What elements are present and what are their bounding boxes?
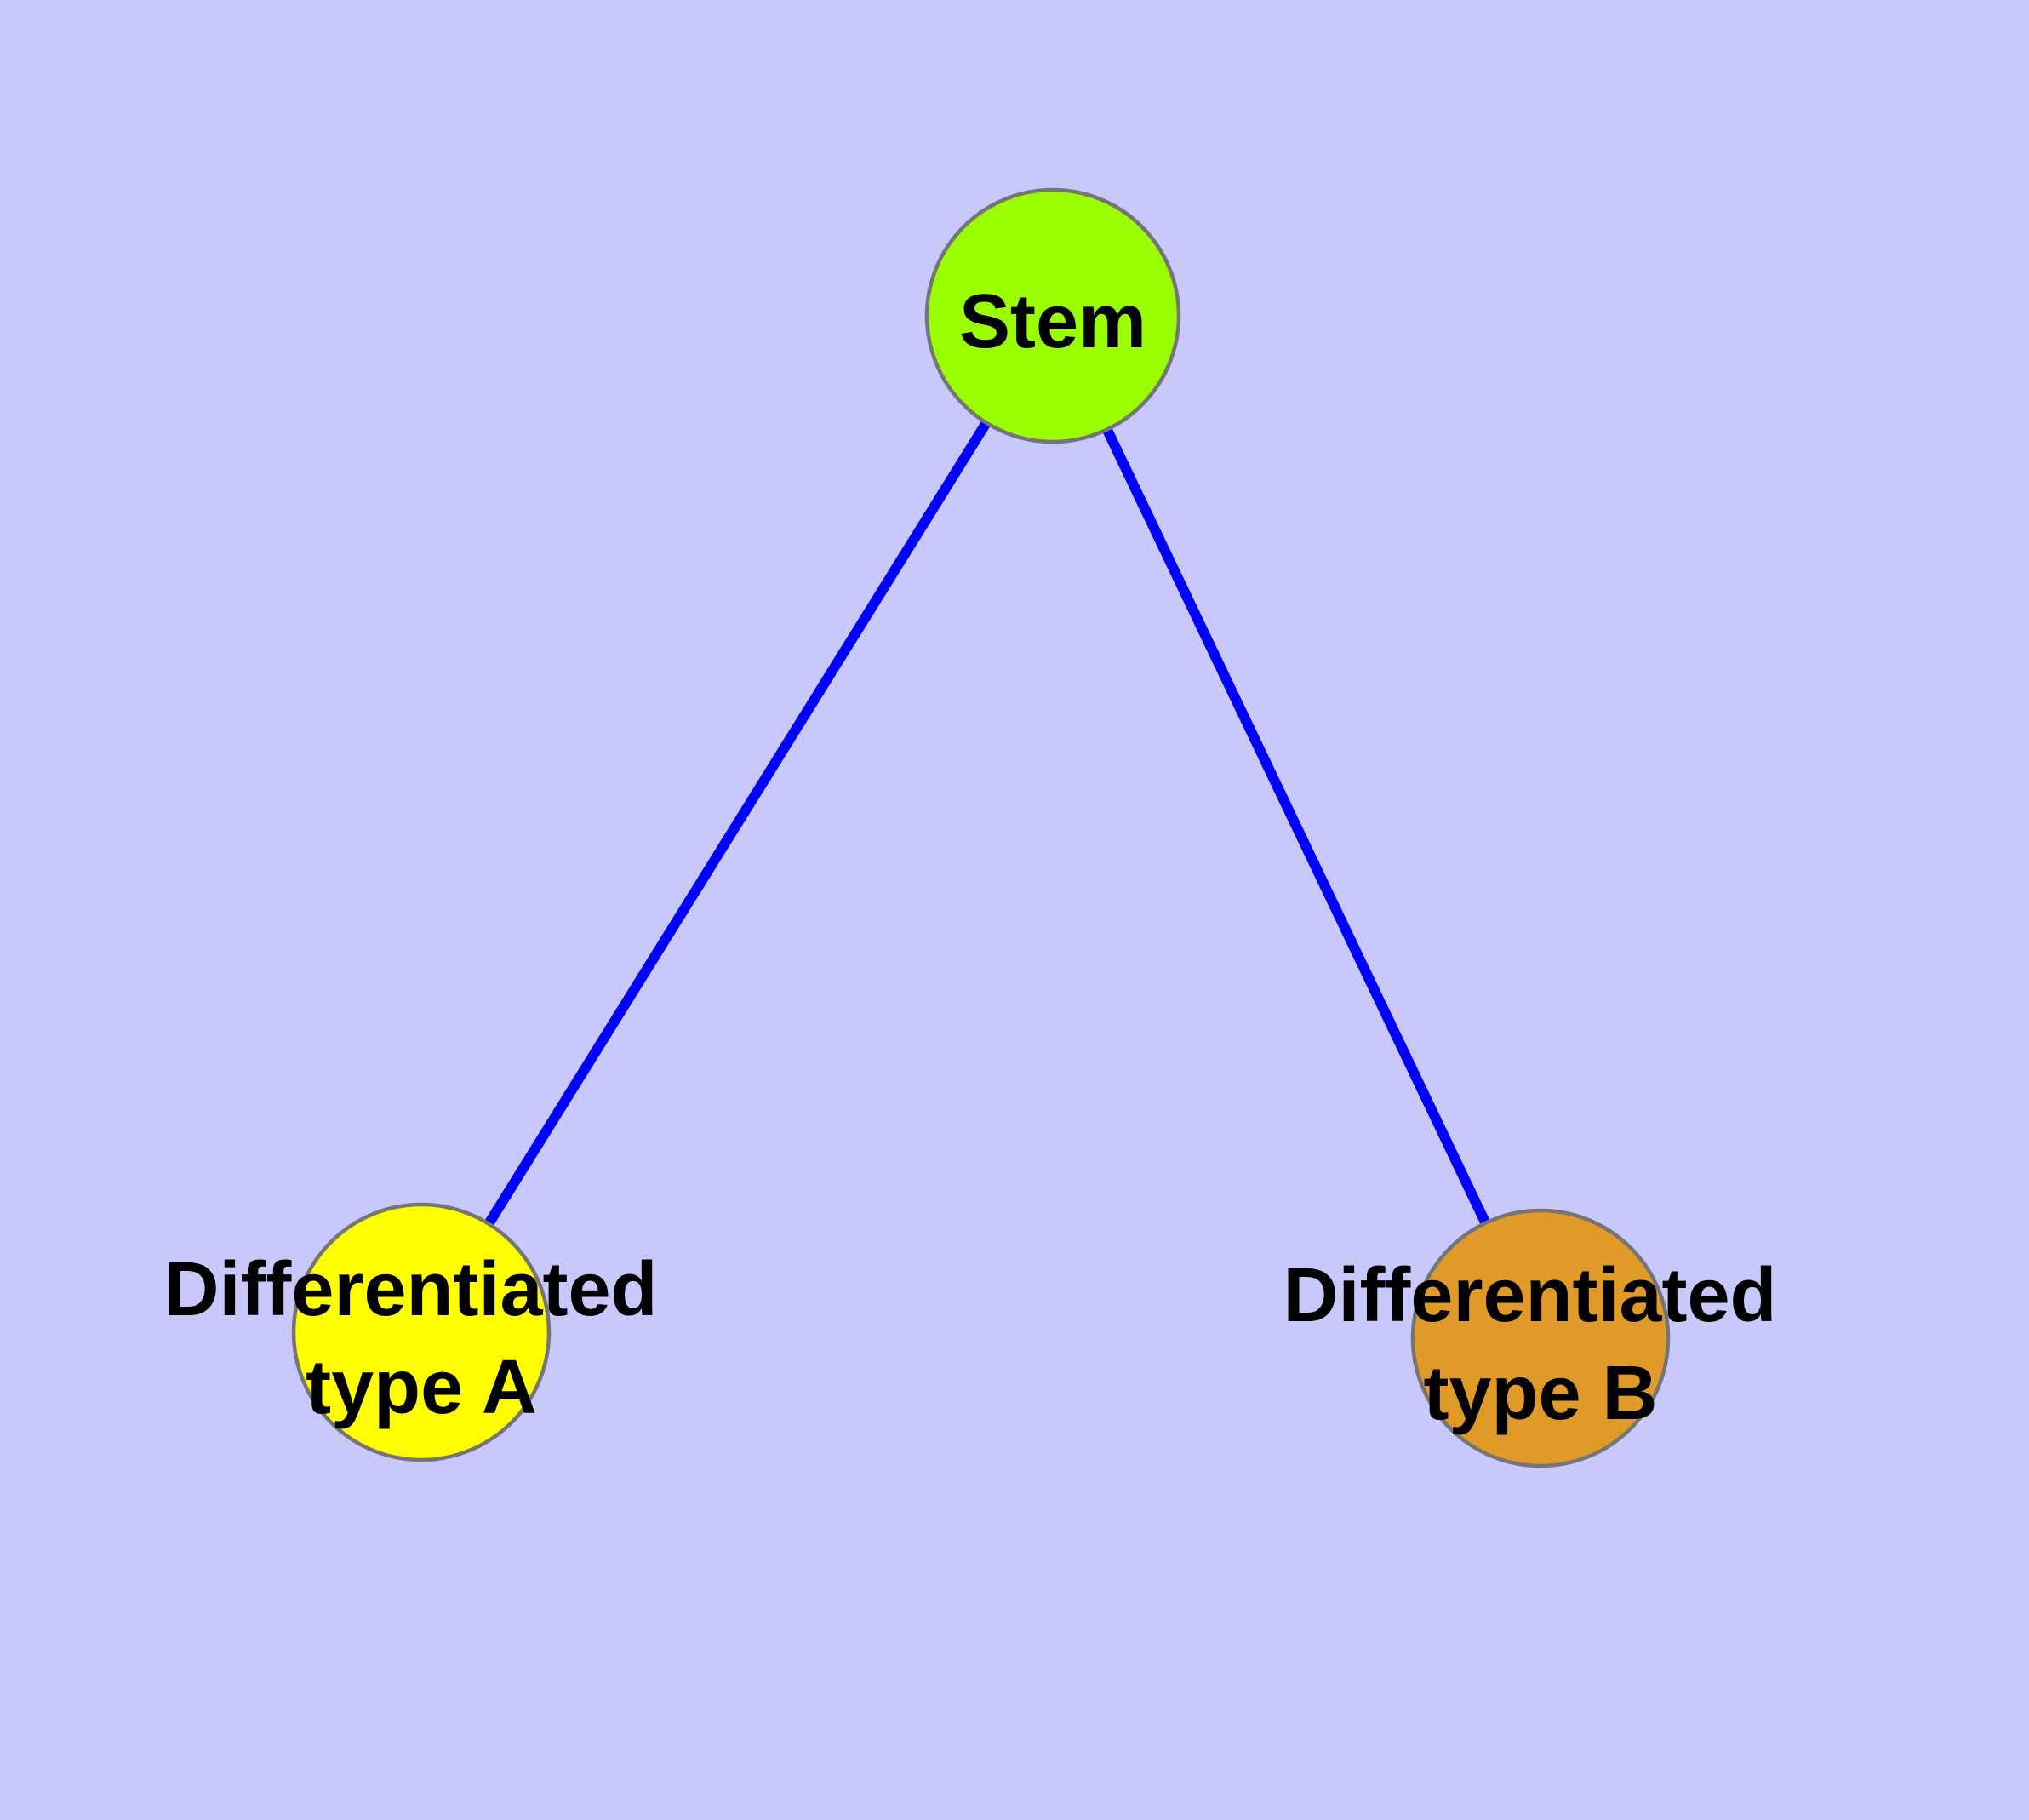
node-differentiated-type-b <box>1410 1208 1671 1468</box>
node-differentiated-type-a-label: Differentiated type A <box>163 1247 678 1430</box>
edge-stem-to-type-b <box>1048 313 1546 1341</box>
node-stem-label: Stem <box>959 279 1146 364</box>
node-differentiated-type-b-label-line2: type B <box>1423 1351 1657 1436</box>
node-stem <box>924 187 1181 444</box>
node-differentiated-type-a-label-line2: type A <box>306 1345 537 1430</box>
node-differentiated-type-a <box>291 1202 552 1462</box>
node-differentiated-type-b-label: Differentiated type B <box>1283 1253 1798 1436</box>
node-differentiated-type-b-label-line1: Differentiated <box>1283 1253 1776 1338</box>
edge-stem-to-type-a <box>416 312 1058 1336</box>
node-differentiated-type-a-label-line1: Differentiated <box>163 1247 657 1332</box>
